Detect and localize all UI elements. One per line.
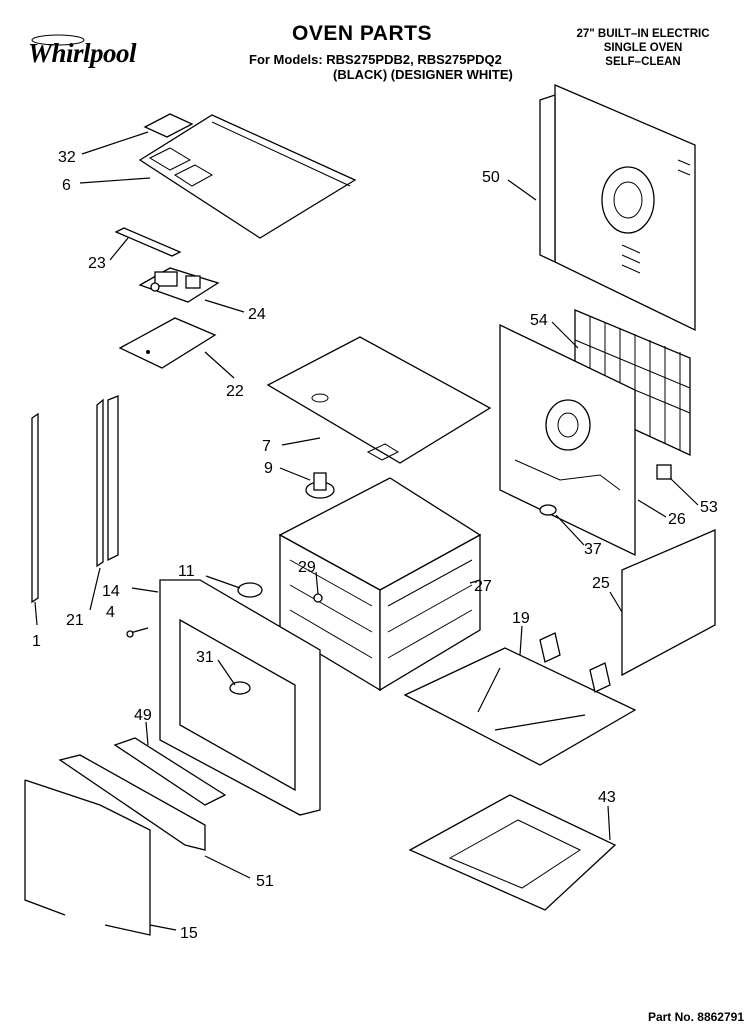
- leader-lines: [34, 131, 699, 931]
- part-front-frame-14: [159, 579, 321, 816]
- part-tray-43: [408, 794, 617, 911]
- part-bottom-pan-19: [403, 632, 637, 766]
- part-37: [539, 504, 557, 516]
- callout-14: 14: [102, 583, 120, 600]
- callout-19: 19: [512, 610, 530, 627]
- part-29: [313, 593, 323, 603]
- callout-25: 25: [592, 575, 610, 592]
- part-49: [113, 737, 227, 806]
- callout-1: 1: [32, 633, 41, 650]
- part-rear-wall-26: [499, 323, 636, 557]
- oven-type-label: 27" BUILT–IN ELECTRIC: [576, 28, 710, 40]
- part-gasket-15: [24, 779, 151, 936]
- part-number: Part No. 8862791: [647, 1010, 744, 1024]
- callout-49: 49: [134, 707, 152, 724]
- callout-51: 51: [256, 873, 274, 890]
- models-line: For Models: RBS275PDB2, RBS275PDQ2: [249, 52, 502, 67]
- part-plate-22: [118, 317, 217, 369]
- callout-22: 22: [226, 383, 244, 400]
- part-31: [229, 681, 251, 695]
- callout-labels: 32 6 23 24 22 50 54 7 9 53 26 37 11 29 2…: [32, 149, 718, 942]
- callout-53: 53: [700, 499, 718, 516]
- callout-21: 21: [66, 612, 84, 629]
- callout-37: 37: [584, 541, 602, 558]
- oven-clean-label: SELF–CLEAN: [605, 56, 681, 68]
- part-control-24: [138, 267, 220, 303]
- part-top-panel: [138, 113, 357, 239]
- callout-31: 31: [196, 649, 214, 666]
- part-53: [656, 464, 672, 480]
- callout-6: 6: [62, 177, 71, 194]
- callout-9: 9: [264, 460, 273, 477]
- oven-subtype-label: SINGLE OVEN: [603, 42, 683, 54]
- callout-26: 26: [668, 511, 686, 528]
- callout-11: 11: [178, 563, 195, 580]
- part-11: [237, 582, 263, 598]
- part-9: [305, 472, 335, 499]
- part-rail-1: [31, 412, 39, 604]
- callout-15: 15: [180, 925, 198, 942]
- part-bracket-23: [114, 227, 182, 257]
- whirlpool-logo: Whirlpool: [28, 38, 137, 68]
- callout-43: 43: [598, 789, 616, 806]
- callout-54: 54: [530, 312, 548, 329]
- part-screw-4: [126, 627, 149, 638]
- callout-29: 29: [298, 559, 316, 576]
- part-side-rail-21: [96, 395, 119, 568]
- callout-27: 27: [474, 578, 492, 595]
- callout-4: 4: [106, 604, 115, 621]
- callout-24: 24: [248, 306, 266, 323]
- part-top-shield-7: [266, 336, 492, 464]
- part-oven-cavity-27: [278, 477, 482, 692]
- callout-7: 7: [262, 438, 271, 455]
- part-side-panel-25: [621, 529, 716, 677]
- page-title: OVEN PARTS: [292, 22, 432, 45]
- part-trim-51: [58, 754, 206, 851]
- callout-32: 32: [58, 149, 76, 166]
- colors-line: (BLACK) (DESIGNER WHITE): [333, 67, 513, 82]
- logo-swoosh: [31, 34, 85, 46]
- part-rear-panel-50: [539, 84, 696, 332]
- callout-23: 23: [88, 255, 106, 272]
- callout-50: 50: [482, 169, 500, 186]
